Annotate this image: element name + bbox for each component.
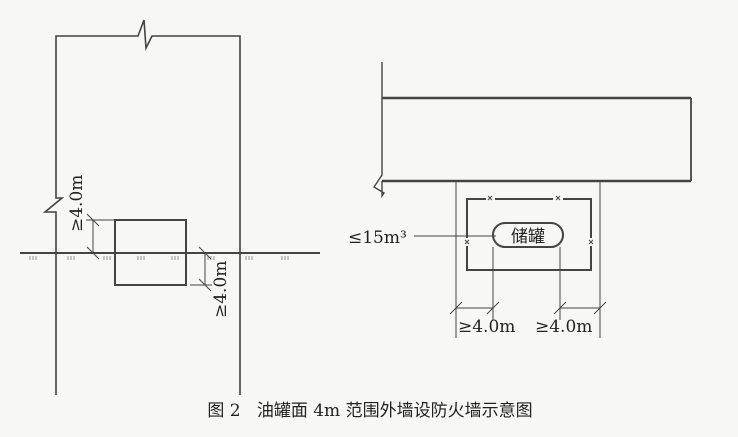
dimension-right-plan xyxy=(449,247,607,320)
volume-label: ≤15m³ xyxy=(348,228,407,248)
storage-tank xyxy=(492,222,564,248)
figure-caption: 图 2 油罐面 4m 范围外墙设防火墙示意图 xyxy=(207,401,532,421)
dimension-lower xyxy=(190,246,212,292)
tank-label: 储罐 xyxy=(511,227,545,247)
right-building xyxy=(373,62,692,199)
left-building-wall xyxy=(42,19,241,395)
fence-x-marks xyxy=(464,195,594,245)
dim-lower-label: ≥4.0m xyxy=(211,261,231,318)
fence-dashed xyxy=(466,198,592,271)
dim-left-label: ≥4.0m xyxy=(458,317,515,337)
firewall-extent-lines xyxy=(455,181,601,338)
dim-upper-label: ≥4.0m xyxy=(67,175,87,232)
oil-tank-opening xyxy=(114,219,187,286)
dimension-upper xyxy=(86,213,115,260)
dim-right-label: ≥4.0m xyxy=(535,317,592,337)
ground-hatch xyxy=(29,256,289,260)
